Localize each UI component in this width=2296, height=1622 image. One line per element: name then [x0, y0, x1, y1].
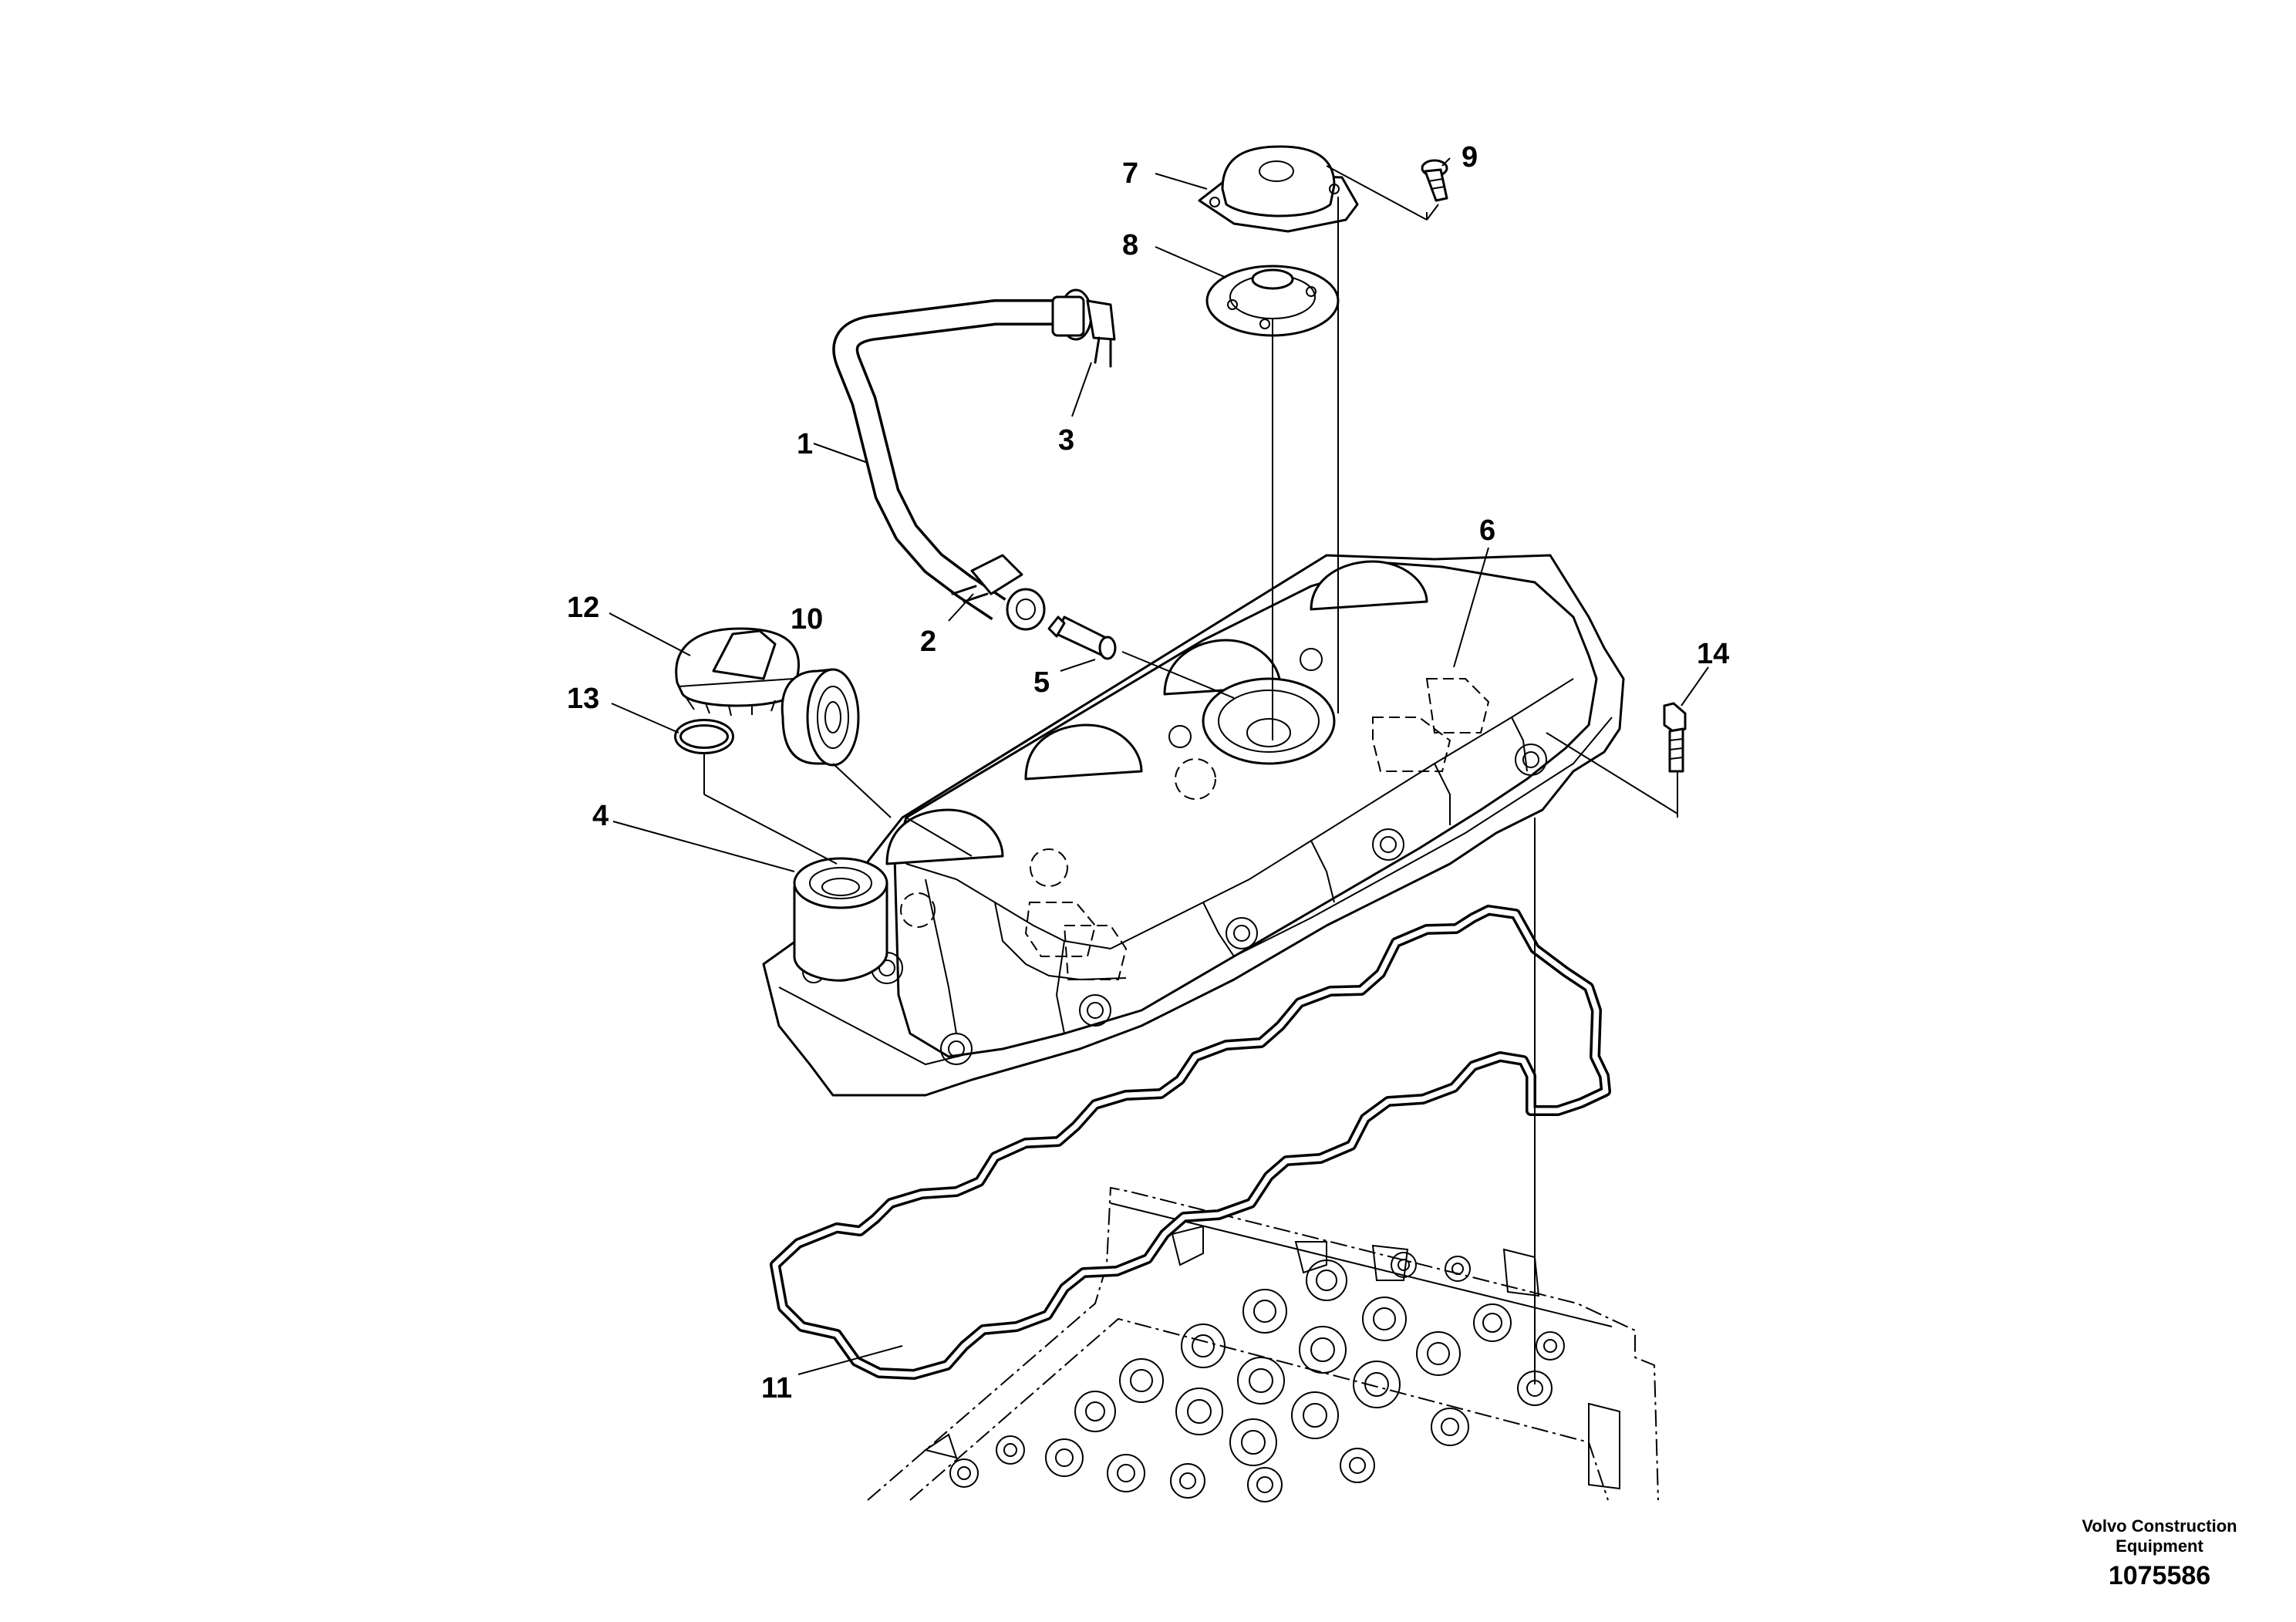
leader-lines	[609, 157, 1709, 1375]
o-ring	[674, 719, 734, 754]
brand-name-line-1: Volvo Construction	[2082, 1516, 2237, 1536]
cylinder-head	[867, 1186, 1659, 1502]
assembly-lines	[703, 165, 1678, 1384]
callout-3: 3	[1058, 424, 1074, 457]
valve-cover	[762, 554, 1625, 1097]
callout-14: 14	[1697, 638, 1729, 670]
callout-6: 6	[1479, 514, 1495, 547]
callout-10: 10	[791, 603, 823, 636]
callout-1: 1	[797, 428, 813, 460]
callout-9: 9	[1462, 141, 1478, 174]
brand-name-line-2: Equipment	[2116, 1536, 2203, 1556]
callout-4: 4	[592, 800, 609, 832]
oil-filler-cap	[675, 627, 801, 717]
callout-13: 13	[567, 683, 599, 715]
callout-5: 5	[1033, 666, 1050, 699]
callout-8: 8	[1122, 229, 1138, 261]
callouts: 1 2 3 4 5 6 7 8 9 10 11 12 13 14	[567, 141, 1729, 1404]
callout-2: 2	[920, 626, 936, 658]
valve-cover-gasket	[770, 905, 1611, 1380]
breather-tube	[1047, 615, 1117, 660]
breather-hose	[832, 288, 1116, 631]
cap-screw	[1421, 159, 1448, 202]
breather-cap	[1198, 145, 1359, 233]
callout-11: 11	[761, 1372, 792, 1404]
shaft-seal	[781, 668, 860, 767]
drawing-number: 1075586	[2108, 1561, 2211, 1590]
cover-screw	[1663, 702, 1687, 773]
callout-7: 7	[1122, 157, 1138, 190]
callout-12: 12	[567, 592, 599, 624]
